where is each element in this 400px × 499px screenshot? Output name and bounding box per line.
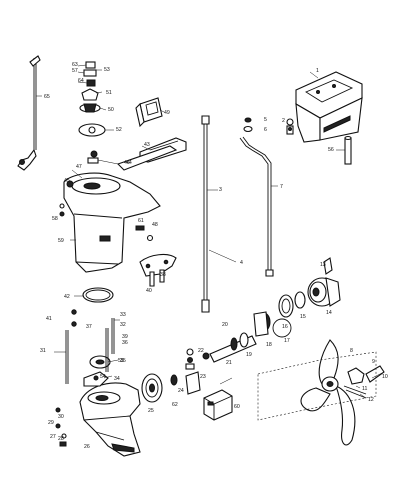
callout-16: 16 bbox=[282, 324, 288, 330]
callout-38: 38 bbox=[160, 272, 166, 278]
callout-15: 15 bbox=[300, 314, 306, 320]
callout-18: 18 bbox=[266, 342, 272, 348]
bolt-set-upper bbox=[135, 225, 154, 242]
locating-pin bbox=[344, 135, 352, 165]
adapter-housing bbox=[295, 71, 363, 143]
seal-kit-box bbox=[203, 389, 233, 421]
callout-45: 45 bbox=[64, 178, 70, 184]
callout-57: 57 bbox=[72, 68, 78, 74]
callout-20: 20 bbox=[222, 322, 228, 328]
impeller-housing bbox=[135, 97, 163, 128]
callout-12: 12 bbox=[368, 397, 374, 403]
callout-26: 26 bbox=[84, 444, 90, 450]
top-right-fasteners bbox=[243, 117, 294, 135]
alignment-outline bbox=[257, 351, 377, 421]
callout-30: 30 bbox=[58, 414, 64, 420]
gasket-ring-inner bbox=[85, 289, 111, 301]
callout-27: 27 bbox=[50, 434, 56, 440]
clutch-parts bbox=[170, 348, 201, 395]
callout-34: 34 bbox=[114, 376, 120, 382]
callout-4: 4 bbox=[240, 260, 243, 266]
callout-37: 37 bbox=[86, 324, 92, 330]
callout-39: 39 bbox=[122, 334, 128, 340]
callout-50: 50 bbox=[108, 107, 114, 113]
callout-48: 48 bbox=[152, 222, 158, 228]
forward-gear bbox=[141, 373, 163, 403]
callout-62: 62 bbox=[172, 402, 178, 408]
callout-41: 41 bbox=[46, 316, 52, 322]
shift-rod bbox=[17, 55, 41, 171]
callout-64: 64 bbox=[78, 78, 84, 84]
lower-pump-cluster bbox=[65, 309, 115, 387]
exhaust-plate bbox=[116, 137, 187, 171]
callout-54: 54 bbox=[100, 374, 106, 380]
callout-13: 13 bbox=[320, 262, 326, 268]
callout-35: 35 bbox=[120, 358, 126, 364]
callout-33: 33 bbox=[120, 312, 126, 318]
callout-7: 7 bbox=[280, 184, 283, 190]
callout-labels: 1 2 3 4 5 6 7 8 9 10 11 12 13 14 15 16 1… bbox=[40, 62, 388, 450]
callout-6: 6 bbox=[264, 127, 267, 133]
callout-44: 44 bbox=[126, 160, 132, 166]
callout-56: 56 bbox=[328, 147, 334, 153]
callout-32: 32 bbox=[120, 322, 126, 328]
callout-17: 17 bbox=[284, 338, 290, 344]
callout-1: 1 bbox=[316, 68, 319, 74]
callout-36: 36 bbox=[122, 340, 128, 346]
callout-31: 31 bbox=[40, 348, 46, 354]
callout-65: 65 bbox=[44, 94, 50, 100]
propeller-shaft-gears bbox=[253, 291, 306, 338]
callout-10: 10 bbox=[382, 374, 388, 380]
callout-14: 14 bbox=[326, 310, 332, 316]
callout-21: 21 bbox=[226, 360, 232, 366]
callout-49: 49 bbox=[164, 110, 170, 116]
propeller bbox=[300, 339, 385, 446]
callout-25: 25 bbox=[148, 408, 154, 414]
callout-61: 61 bbox=[138, 218, 144, 224]
lower-left-bolts bbox=[55, 407, 67, 447]
callout-8: 8 bbox=[350, 348, 353, 354]
callout-43: 43 bbox=[144, 142, 150, 148]
callout-2: 2 bbox=[282, 118, 285, 124]
propeller-shaft bbox=[202, 332, 257, 363]
callout-63: 63 bbox=[72, 62, 78, 68]
callout-3: 3 bbox=[219, 187, 222, 193]
callout-58: 58 bbox=[52, 216, 58, 222]
callout-24: 24 bbox=[178, 388, 184, 394]
callout-55: 55 bbox=[118, 358, 124, 364]
callout-40: 40 bbox=[146, 288, 152, 294]
callout-11: 11 bbox=[362, 386, 367, 392]
callout-52: 52 bbox=[116, 127, 122, 133]
water-pump-parts bbox=[78, 61, 106, 184]
callout-42: 42 bbox=[64, 294, 70, 300]
leader-lines bbox=[36, 64, 385, 399]
callout-60: 60 bbox=[234, 404, 240, 410]
gear-housing bbox=[79, 382, 141, 457]
exhaust-housing bbox=[59, 172, 161, 273]
bearing-carrier bbox=[307, 277, 341, 307]
callout-53: 53 bbox=[104, 67, 110, 73]
callout-46: 46 bbox=[124, 160, 130, 166]
callout-5: 5 bbox=[264, 117, 267, 123]
callout-59: 59 bbox=[58, 238, 64, 244]
callout-9: 9 bbox=[372, 359, 375, 365]
shift-rod-extension bbox=[239, 136, 274, 277]
callout-51: 51 bbox=[106, 90, 112, 96]
callout-47: 47 bbox=[76, 164, 82, 170]
callout-28: 28 bbox=[58, 436, 64, 442]
shift-lever-assembly bbox=[139, 253, 177, 287]
callout-19: 19 bbox=[246, 352, 252, 358]
callout-23: 23 bbox=[200, 374, 206, 380]
callout-22: 22 bbox=[198, 348, 204, 354]
callout-29: 29 bbox=[48, 420, 54, 426]
drive-shaft bbox=[201, 115, 210, 313]
grease-screw bbox=[323, 257, 333, 275]
